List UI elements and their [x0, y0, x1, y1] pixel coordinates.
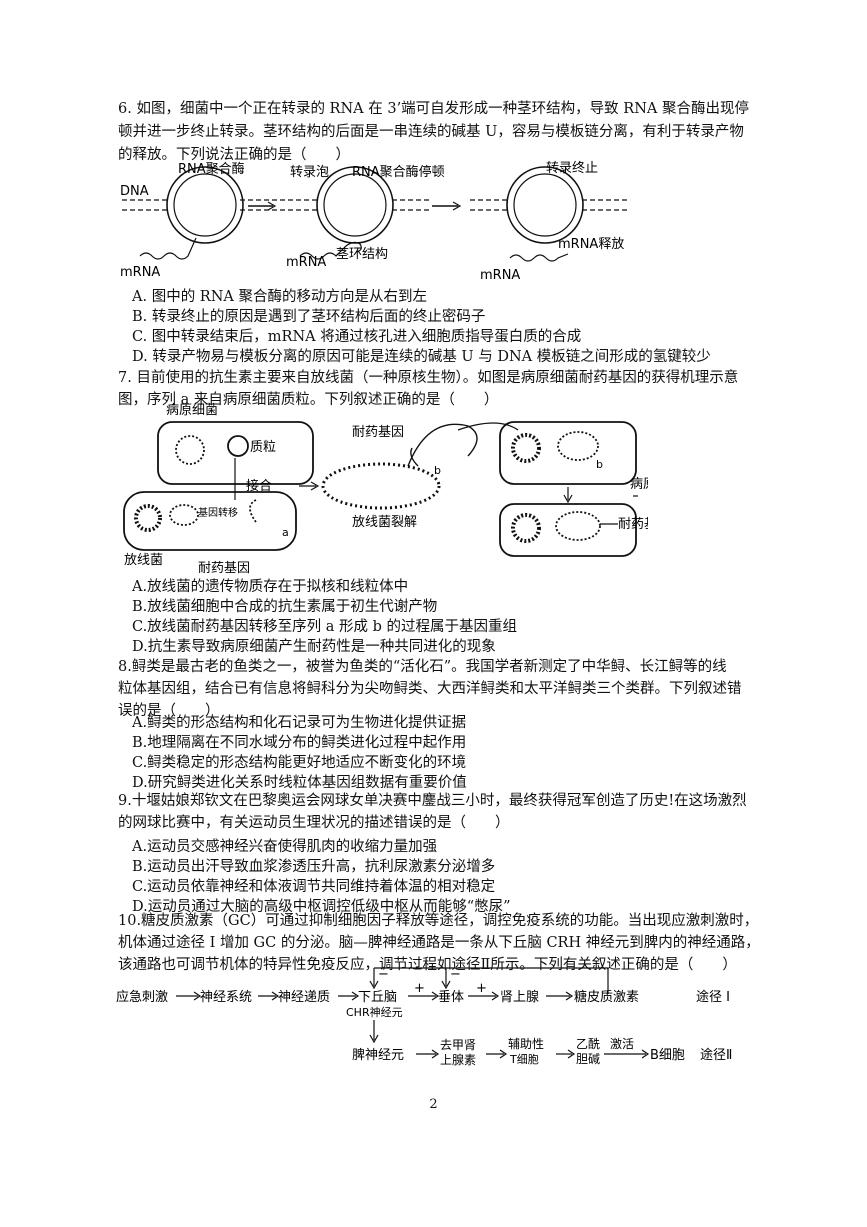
q7-label-resistance-gene-2: 耐药基因	[352, 425, 404, 440]
q10-th-2: T细胞	[509, 1053, 539, 1066]
q9-stem-line-2: 的网球比赛中，有关运动员生理状况的描述错误的是（ ）	[118, 815, 510, 831]
q10-plus-1: +	[414, 981, 425, 996]
q10-path2: 途径Ⅱ	[700, 1047, 732, 1063]
q7-label-gene-transfer: 基因转移	[198, 506, 238, 519]
q8-option-a: A.鲟类的形态结构和化石记录可为生物进化提供证据	[132, 715, 467, 731]
q10-bcell: B细胞	[650, 1048, 685, 1063]
q9-stem-line-1: 9.十堰姑娘郑钦文在巴黎奥运会网球女单决赛中鏖战三小时，最终获得冠军创造了历史!…	[118, 793, 747, 809]
q10-ach-2: 胆碱	[576, 1052, 600, 1066]
q6-label-polymerase-pause: RNA聚合酶停顿	[352, 164, 445, 180]
q6-transcription-figure: RNA聚合酶 DNA mRNA 转录泡 RNA聚合酶停顿 茎环结构 mRNA 转…	[120, 160, 630, 282]
q10-stem-line-2: 机体通过途径 I 增加 GC 的分泌。脑—脾神经通路是一条从下丘脑 CRH 神经…	[118, 935, 760, 951]
q6-option-a: A. 图中的 RNA 聚合酶的移动方向是从右到左	[132, 289, 427, 305]
q6-option-c: C. 图中转录结束后，mRNA 将通过核孔进入细胞质指导蛋白质的合成	[132, 329, 582, 345]
page-number: 2	[429, 1097, 438, 1112]
q6-label-mrna-release: mRNA释放	[558, 237, 624, 252]
q7-stem-line-1: 7. 目前使用的抗生素主要来自放线菌（一种原核生物）。如图是病原细菌耐药基因的获…	[118, 370, 739, 386]
q6-stem-line-1: 6. 如图，细菌中一个正在转录的 RNA 在 3’端可自发形成一种茎环结构，导致…	[118, 101, 749, 117]
q7-stem-line-2: 图，序列 a 来自病原细菌质粒。下列叙述正确的是（ ）	[118, 392, 499, 408]
q7-label-b1: b	[434, 464, 441, 477]
q6-label-rna-polymerase: RNA聚合酶	[178, 161, 245, 177]
q7-label-pathogen-2: 病原细菌	[630, 477, 648, 492]
q7-resistance-figure: 病原细菌 质粒 接合 基因转移 a 放线菌 耐药基因 耐药基因 b 放线菌裂解 …	[123, 403, 648, 576]
q10-splenic-nerve: 脾神经元	[352, 1048, 404, 1063]
q7-label-resistance-gene-1: 耐药基因	[198, 561, 250, 576]
q10-norepi-2: 上腺素	[440, 1053, 476, 1067]
q10-nervous-system: 神经系统	[200, 990, 252, 1005]
q6-label-transcription-bubble: 转录泡	[290, 165, 329, 180]
q7-option-a: A.放线菌的遗传物质存在于拟核和线粒体中	[132, 579, 409, 595]
q7-label-plasmid: 质粒	[250, 440, 276, 455]
q10-pathway-figure: − − + + 应急刺激 神经系统 神经递质 下丘脑 垂体 肾上腺 糖皮质激素 …	[116, 967, 732, 1067]
q7-label-actinomycete: 放线菌	[124, 553, 163, 568]
q10-neurotransmitter: 神经递质	[278, 990, 330, 1005]
q9-option-b: B.运动员出汗导致血浆渗透压升高，抗利尿激素分泌增多	[132, 859, 496, 875]
q7-label-b2: b	[596, 458, 603, 471]
q8-stem-line-3: 误的是（ ）	[118, 703, 220, 719]
q6-option-b: B. 转录终止的原因是遇到了茎环结构后面的终止密码子	[132, 309, 486, 325]
q7-option-d: D.抗生素导致病原细菌产生耐药性是一种共同进化的现象	[132, 639, 496, 655]
q9-option-d: D.运动员通过大脑的高级中枢调控低级中枢从而能够“憋尿”	[132, 899, 511, 915]
q9-option-c: C.运动员依靠神经和体液调节共同维持着体温的相对稳定	[132, 879, 496, 895]
q10-adrenal: 肾上腺	[500, 990, 539, 1005]
q7-label-a: a	[282, 526, 289, 539]
q7-option-b: B.放线菌细胞中合成的抗生素属于初生代谢产物	[132, 599, 438, 615]
q7-label-pathogen: 病原细菌	[166, 403, 218, 418]
q8-option-c: C.鲟类稳定的形态结构能更好地适应不断变化的环境	[132, 755, 467, 771]
q6-label-dna: DNA	[120, 184, 149, 199]
q10-ach-1: 乙酰	[576, 1037, 600, 1051]
q7-option-c: C.放线菌耐药基因转移至序列 a 形成 b 的过程属于基因重组	[132, 619, 518, 635]
q10-th-1: 辅助性	[508, 1037, 544, 1051]
q6-label-stem-loop: 茎环结构	[336, 247, 388, 262]
q10-stress: 应急刺激	[116, 989, 168, 1005]
q7-label-resistance-gene-3: 耐药基因	[618, 517, 648, 532]
q10-stem-line-1: 10.糖皮质激素（GC）可通过抑制细胞因子释放等途径，调控免疫系统的功能。当出现…	[118, 913, 759, 929]
q6-stem-line-2: 顿并进一步终止转录。茎环结构的后面是一串连续的碱基 U，容易与模板链分离，有利于…	[118, 124, 744, 140]
q7-label-lysis: 放线菌裂解	[352, 515, 417, 530]
q6-label-mrna-1: mRNA	[120, 265, 160, 280]
q8-stem-line-2: 粒体基因组，结合已有信息将鲟科分为尖吻鲟类、大西洋鲟类和太平洋鲟类三个类群。下列…	[118, 681, 742, 697]
q8-option-d: D.研究鲟类进化关系时线粒体基因组数据有重要价值	[132, 775, 467, 791]
q6-stem-line-3: 的释放。下列说法正确的是（ ）	[118, 147, 350, 163]
q6-label-mrna-3: mRNA	[480, 268, 520, 282]
q7-label-conjugation: 接合	[246, 478, 272, 494]
q10-norepi-1: 去甲肾	[440, 1038, 476, 1052]
q10-minus-2: −	[450, 967, 461, 982]
q10-stem-line-3: 该通路也可调节机体的特异性免疫反应，调节过程如途径Ⅱ所示。下列有关叙述正确的是（…	[118, 957, 737, 973]
q10-plus-2: +	[476, 981, 487, 996]
q10-path1: 途径 I	[696, 989, 730, 1005]
q6-label-mrna-2: mRNA	[286, 255, 326, 270]
q10-crh: CHR神经元	[346, 1005, 403, 1019]
q10-hypothalamus: 下丘脑	[358, 990, 397, 1005]
q6-option-d: D. 转录产物易与模板分离的原因可能是连续的碱基 U 与 DNA 模板链之间形成…	[132, 349, 711, 365]
q8-option-b: B.地理隔离在不同水域分布的鲟类进化过程中起作用	[132, 735, 467, 751]
q6-label-termination: 转录终止	[546, 160, 598, 176]
q10-activate: 激活	[610, 1037, 634, 1051]
q10-minus-1: −	[378, 967, 389, 982]
q9-option-a: A.运动员交感神经兴奋使得肌肉的收缩力量加强	[132, 839, 438, 855]
q10-pituitary: 垂体	[438, 990, 464, 1005]
q10-gc: 糖皮质激素	[574, 989, 639, 1005]
q8-stem-line-1: 8.鲟类是最古老的鱼类之一，被誉为鱼类的“活化石”。我国学者新测定了中华鲟、长江…	[118, 659, 727, 675]
